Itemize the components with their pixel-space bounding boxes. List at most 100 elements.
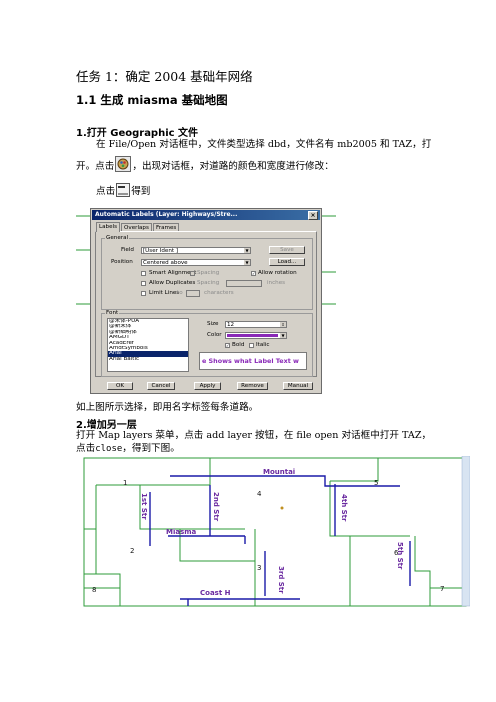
zone-border (179, 529, 255, 562)
spacing-label: Spacing (197, 270, 220, 276)
limit-lines-checkbox[interactable] (141, 291, 146, 296)
map-scrollbar[interactable] (461, 456, 470, 607)
street-label: 5th Str (396, 542, 404, 570)
font-list[interactable]: @宋体-PUA @新宋体 @新细明体 AMGDT AcadEref AmdtSy… (107, 318, 189, 372)
street-mountain (170, 475, 400, 487)
position-select[interactable]: Centered above ▼ (141, 259, 251, 266)
tab-labels[interactable]: Labels (96, 222, 121, 232)
automatic-labels-dialog: Automatic Labels (Layer: Highways/Stre..… (90, 208, 322, 394)
map-nodes (280, 506, 284, 510)
position-label: Position (111, 259, 133, 265)
paragraph-1-line-1: 在 File/Open 对话框中，文件类型选择 dbd，文件名有 mb2005 … (96, 139, 432, 150)
zone-number: 5 (374, 479, 378, 487)
zone-border (84, 485, 97, 530)
auto-label-icon (116, 183, 131, 201)
size-value: 12 (227, 322, 235, 328)
zone-border (96, 573, 121, 606)
zone-border (330, 458, 379, 482)
load-button[interactable]: Load... (269, 258, 305, 266)
size-stepper[interactable]: 12 ⇕ (225, 321, 287, 328)
paragraph-2-text-b: 得到 (131, 186, 151, 197)
field-select-value: [User Ident ] (143, 248, 179, 254)
zone-border (414, 536, 431, 606)
close-icon[interactable]: × (308, 211, 318, 220)
characters-label: characters (204, 290, 234, 296)
zone-number: 6 (394, 549, 399, 557)
smart-alignment-checkbox[interactable] (141, 271, 146, 276)
label-preview: e Shows what Label Text w (199, 352, 307, 370)
cancel-button[interactable]: Cancel (147, 382, 175, 390)
allow-duplicates-label: Allow Duplicates (149, 280, 196, 286)
street-label: Miasma (166, 528, 197, 536)
font-list-item[interactable]: AmdtSymbols (109, 346, 148, 352)
section-heading: 1.1 生成 miasma 基础地图 (76, 93, 228, 107)
field-select[interactable]: [User Ident ]▼ (141, 247, 251, 254)
bold-checkbox[interactable]: ✓ (225, 343, 230, 348)
bold-label: Bold (232, 342, 245, 348)
save-button[interactable]: Save (269, 246, 305, 254)
size-label: Size (207, 321, 219, 327)
tab-overlaps[interactable]: Overlaps (121, 223, 152, 232)
chevron-down-icon: ▼ (280, 333, 286, 338)
node-marker (280, 506, 284, 510)
remove-button[interactable]: Remove (237, 382, 268, 390)
paragraph-1-line-2: 开。点击，出现对话框，对道路的颜色和宽度进行修改： (76, 156, 334, 176)
zone-borders (83, 457, 467, 607)
street-label: 1st Str (140, 493, 148, 520)
font-list-item[interactable]: Arial Baltic (109, 356, 140, 362)
font-list-item[interactable]: @新宋体 (109, 324, 132, 330)
task-title: 任务 1：确定 2004 基础年网络 (76, 69, 253, 84)
font-list-item[interactable]: AcadEref (109, 340, 134, 346)
font-list-item[interactable]: @宋体-PUA (109, 319, 140, 324)
street-label: Coast H (200, 589, 231, 597)
street-labels: Mountai Miasma Coast H 1st Str 2nd Str 3… (140, 468, 404, 597)
allow-rotation-checkbox[interactable]: ✓ (251, 271, 256, 276)
manual-button[interactable]: Manual (283, 382, 313, 390)
position-select-value: Centered above (143, 260, 188, 266)
allow-rotation-label: Allow rotation (258, 270, 297, 276)
italic-checkbox[interactable] (249, 343, 254, 348)
spacing-checkbox[interactable] (190, 271, 195, 276)
street-label: 4th Str (340, 494, 348, 522)
zone-number: 7 (440, 585, 444, 593)
paragraph-3: 如上图所示选择，即用名字标签每条道路。 (76, 402, 259, 413)
layer-style-icon (115, 156, 132, 176)
chevron-down-icon: ▼ (244, 260, 250, 265)
font-group-label: Font (105, 310, 120, 316)
spacing-input[interactable] (226, 280, 262, 287)
paragraph-4-line-1: 打开 Map layers 菜单，点击 add layer 按钮，在 file … (76, 430, 432, 441)
allow-duplicates-checkbox[interactable] (141, 281, 146, 286)
smart-alignment-label: Smart Alignment (149, 270, 197, 276)
zone-border (96, 458, 211, 486)
street-label: Mountai (263, 468, 295, 476)
zone-numbers: 1 2 3 4 5 6 7 8 (92, 479, 444, 594)
to-label: to (177, 290, 183, 296)
general-group: General (101, 235, 313, 310)
inches-label: inches (267, 280, 286, 286)
spacing-2-label: Spacing (197, 280, 220, 286)
stepper-arrows-icon: ⇕ (280, 322, 286, 327)
color-label: Color (207, 332, 222, 338)
color-swatch (227, 334, 278, 337)
subsection-2-heading: 2.增加另一层 (76, 420, 137, 431)
font-group: Font (101, 310, 313, 377)
ok-button[interactable]: OK (107, 382, 133, 390)
font-list-item[interactable]: AMGDT (109, 335, 130, 341)
color-select[interactable]: ▼ (225, 332, 287, 339)
paragraph-4-text-b: ，得到下图。 (122, 443, 180, 454)
zone-number: 4 (257, 490, 262, 498)
subsection-1-heading: 1.打开 Geographic 文件 (76, 128, 199, 139)
font-list-item-selected[interactable]: Arial (108, 351, 188, 357)
street-label: 3rd Str (277, 566, 285, 594)
tab-frames[interactable]: Frames (153, 223, 180, 232)
zone-border (139, 485, 245, 530)
apply-button[interactable]: Apply (194, 382, 221, 390)
limit-lines-input[interactable] (186, 290, 200, 297)
general-group-label: General (105, 235, 130, 241)
field-label: Field (121, 247, 134, 253)
paragraph-1-text-b: ，出现对话框，对道路的颜色和宽度进行修改： (132, 161, 334, 172)
street-label: 2nd Str (212, 492, 220, 522)
zone-number: 3 (257, 564, 261, 572)
taz-street-map: Mountai Miasma Coast H 1st Str 2nd Str 3… (83, 456, 470, 607)
font-list-item[interactable]: @新细明体 (109, 329, 137, 335)
